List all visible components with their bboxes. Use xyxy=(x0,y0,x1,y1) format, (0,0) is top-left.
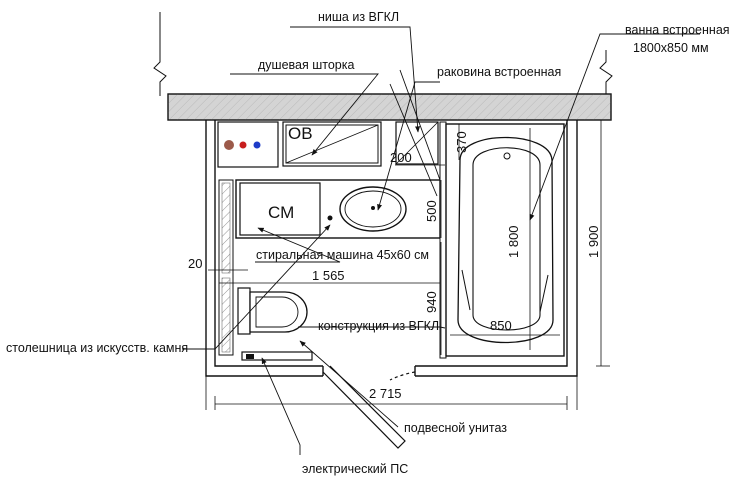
label-shower-curtain: душевая шторка xyxy=(258,58,354,72)
label-sink: раковина встроенная xyxy=(437,65,561,79)
cold-water-pipe xyxy=(253,141,261,149)
leader-lines xyxy=(182,26,700,455)
dim-200: 200 xyxy=(390,150,412,165)
electric-heated-rail xyxy=(241,351,313,361)
label-niche: ниша из ВГКЛ xyxy=(318,10,399,24)
label-toilet: подвесной унитаз xyxy=(404,421,507,435)
dim-1565: 1 565 xyxy=(312,268,345,283)
hot-water-pipe xyxy=(239,141,247,149)
toilet-installation xyxy=(237,287,251,335)
break-lines xyxy=(153,12,613,96)
label-bath-line2: 1800х850 мм xyxy=(633,41,709,55)
dim-500: 500 xyxy=(424,200,439,222)
bathtub-outer xyxy=(457,136,554,344)
dimension-lines xyxy=(205,119,610,410)
label-washing-machine: стиральная машина 45х60 см xyxy=(256,248,429,262)
label-construction: конструкция из ВГКЛ xyxy=(318,319,439,333)
dim-1800: 1 800 xyxy=(506,225,521,258)
dim-20: 20 xyxy=(188,256,202,271)
washer-tag: СМ xyxy=(268,203,294,222)
washing-machine xyxy=(239,182,321,236)
toilet-bowl xyxy=(249,291,308,333)
boiler-niche xyxy=(217,121,279,168)
label-countertop: столешница из искусств. камня xyxy=(6,341,188,355)
dim-1900: 1 900 xyxy=(586,225,601,258)
dim-850: 850 xyxy=(490,318,512,333)
bath-drain xyxy=(503,152,511,160)
bathtub-inner xyxy=(472,147,541,331)
dim-2715: 2 715 xyxy=(369,386,402,401)
ov-tag: ОВ xyxy=(288,124,313,143)
boiler-unit xyxy=(224,140,234,150)
label-electric: электрический ПС xyxy=(302,462,408,476)
sink-drain xyxy=(371,206,375,210)
door xyxy=(322,365,416,449)
dim-940: 940 xyxy=(424,291,439,313)
label-bath-line1: ванна встроенная xyxy=(625,23,730,37)
dim-370: 370 xyxy=(454,131,469,153)
